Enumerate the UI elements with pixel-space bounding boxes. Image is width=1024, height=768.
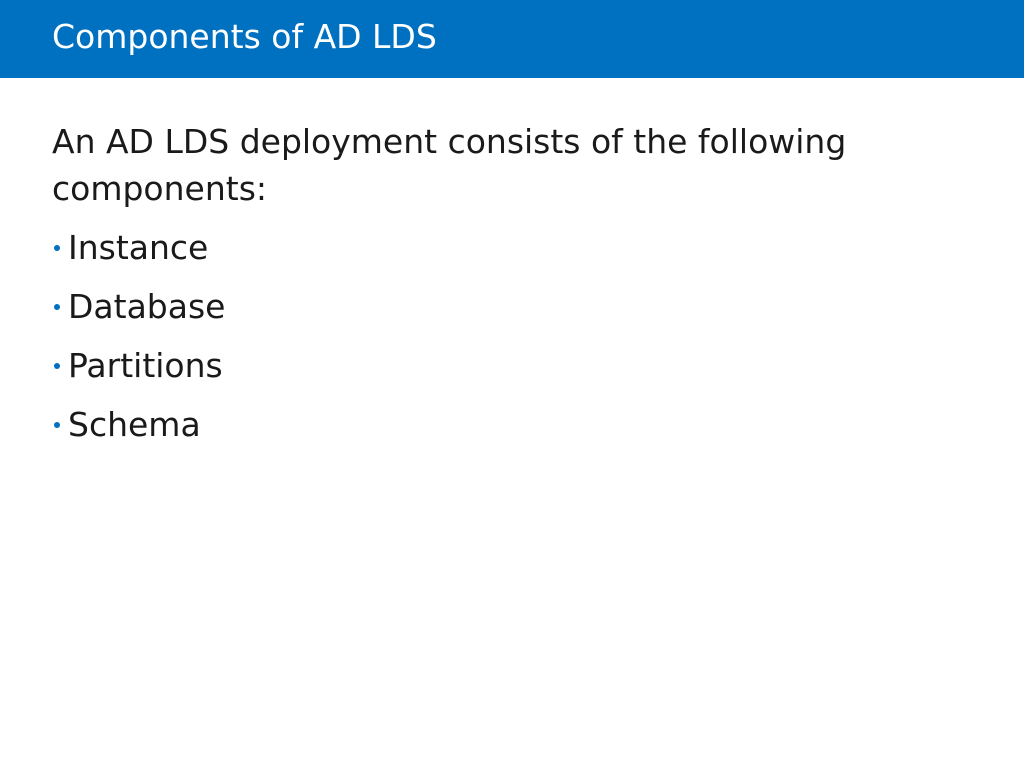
slide-content: An AD LDS deployment consists of the fol… (52, 118, 982, 454)
title-bar: Components of AD LDS (0, 0, 1024, 78)
bullet-item-database: Database (52, 277, 982, 336)
bullet-dot-icon (54, 244, 60, 251)
slide-title: Components of AD LDS (52, 17, 437, 56)
bullet-dot-icon (54, 303, 60, 310)
bullet-label: Partitions (68, 346, 223, 385)
bullet-label: Schema (68, 405, 201, 444)
bullet-item-partitions: Partitions (52, 336, 982, 395)
bullet-list: Instance Database Partitions Schema (52, 218, 982, 454)
intro-text: An AD LDS deployment consists of the fol… (52, 122, 847, 208)
bullet-label: Instance (68, 228, 209, 267)
bullet-dot-icon (54, 362, 60, 369)
bullet-item-instance: Instance (52, 218, 982, 277)
bullet-item-schema: Schema (52, 395, 982, 454)
bullet-dot-icon (54, 421, 60, 428)
bullet-label: Database (68, 287, 226, 326)
